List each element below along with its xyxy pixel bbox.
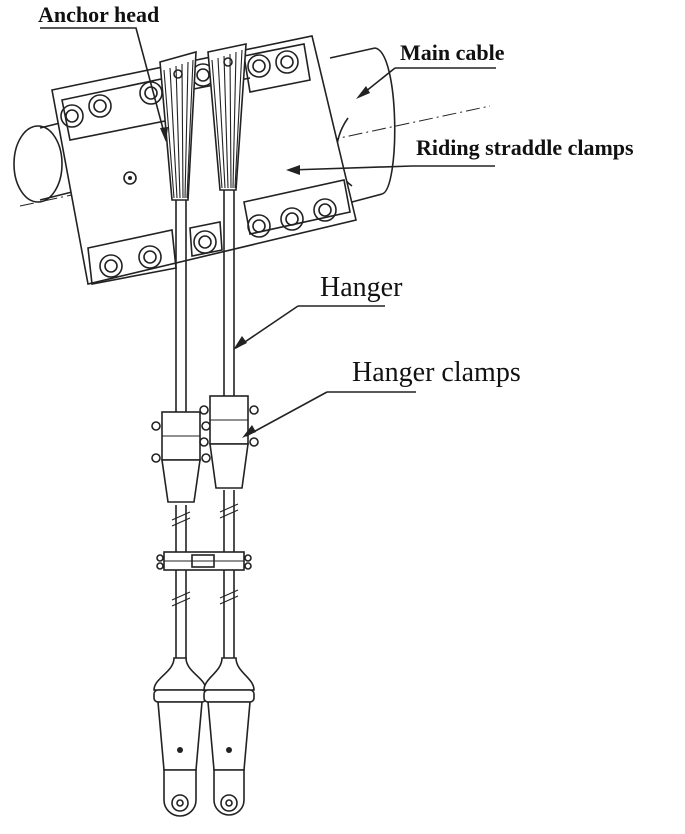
hanger-clamp-left <box>151 411 211 503</box>
bolt-icon <box>247 214 271 238</box>
label-hanger: Hanger <box>320 272 403 303</box>
label-anchor-head: Anchor head <box>38 2 160 27</box>
clamp-bolts <box>60 50 337 278</box>
bolt-icon <box>199 405 259 415</box>
hanger-clamp-right <box>199 395 259 489</box>
label-hanger-clamps: Hanger clamps <box>352 357 521 388</box>
riding-straddle-clamp <box>51 35 357 285</box>
bolt-icon <box>247 54 271 78</box>
socket-right <box>203 657 255 816</box>
bolt-icon <box>313 198 337 222</box>
bolt-icon <box>88 94 112 118</box>
hanger-rope-right <box>219 190 239 660</box>
bolt-icon <box>275 50 299 74</box>
label-riding-straddle-clamps: Riding straddle clamps <box>416 135 634 160</box>
bolt-icon <box>99 254 123 278</box>
leader-lines <box>40 27 496 438</box>
bolt-icon <box>193 230 217 254</box>
bolt-icon <box>151 453 211 463</box>
bolt-icon <box>138 245 162 269</box>
anchor-head-right <box>207 42 247 191</box>
bolt-icon <box>280 207 304 231</box>
label-main-cable: Main cable <box>400 40 505 65</box>
socket-left <box>153 657 207 817</box>
bolt-icon <box>199 437 259 447</box>
hanger-rope-left <box>171 200 191 660</box>
rope-spacer <box>156 551 252 571</box>
anchor-head-left <box>159 50 197 201</box>
bolt-icon <box>60 104 84 128</box>
